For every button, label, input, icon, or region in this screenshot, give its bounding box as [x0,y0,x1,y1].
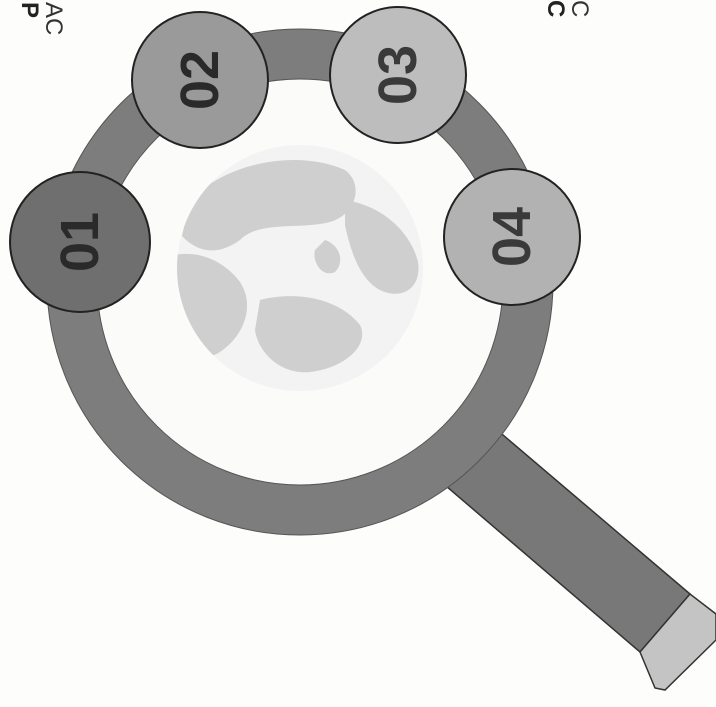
step-01-number: 01 [50,212,110,272]
step-02-number: 02 [170,50,230,110]
step-03-number: 03 [368,45,428,105]
step-04: 04 [444,169,580,305]
top-right-caption-text: C [566,0,593,17]
top-left-caption-bold: P [16,2,43,18]
step-01: 01 [10,172,150,312]
step-02: 02 [132,12,268,148]
top-right-caption-bold: C [542,0,569,17]
step-03: 03 [330,7,466,143]
top-left-caption: P AC [16,2,67,35]
step-04-number: 04 [482,207,542,267]
globe-icon [175,145,423,391]
top-left-caption-text: AC [40,2,67,35]
top-right-caption: C C [542,0,593,17]
